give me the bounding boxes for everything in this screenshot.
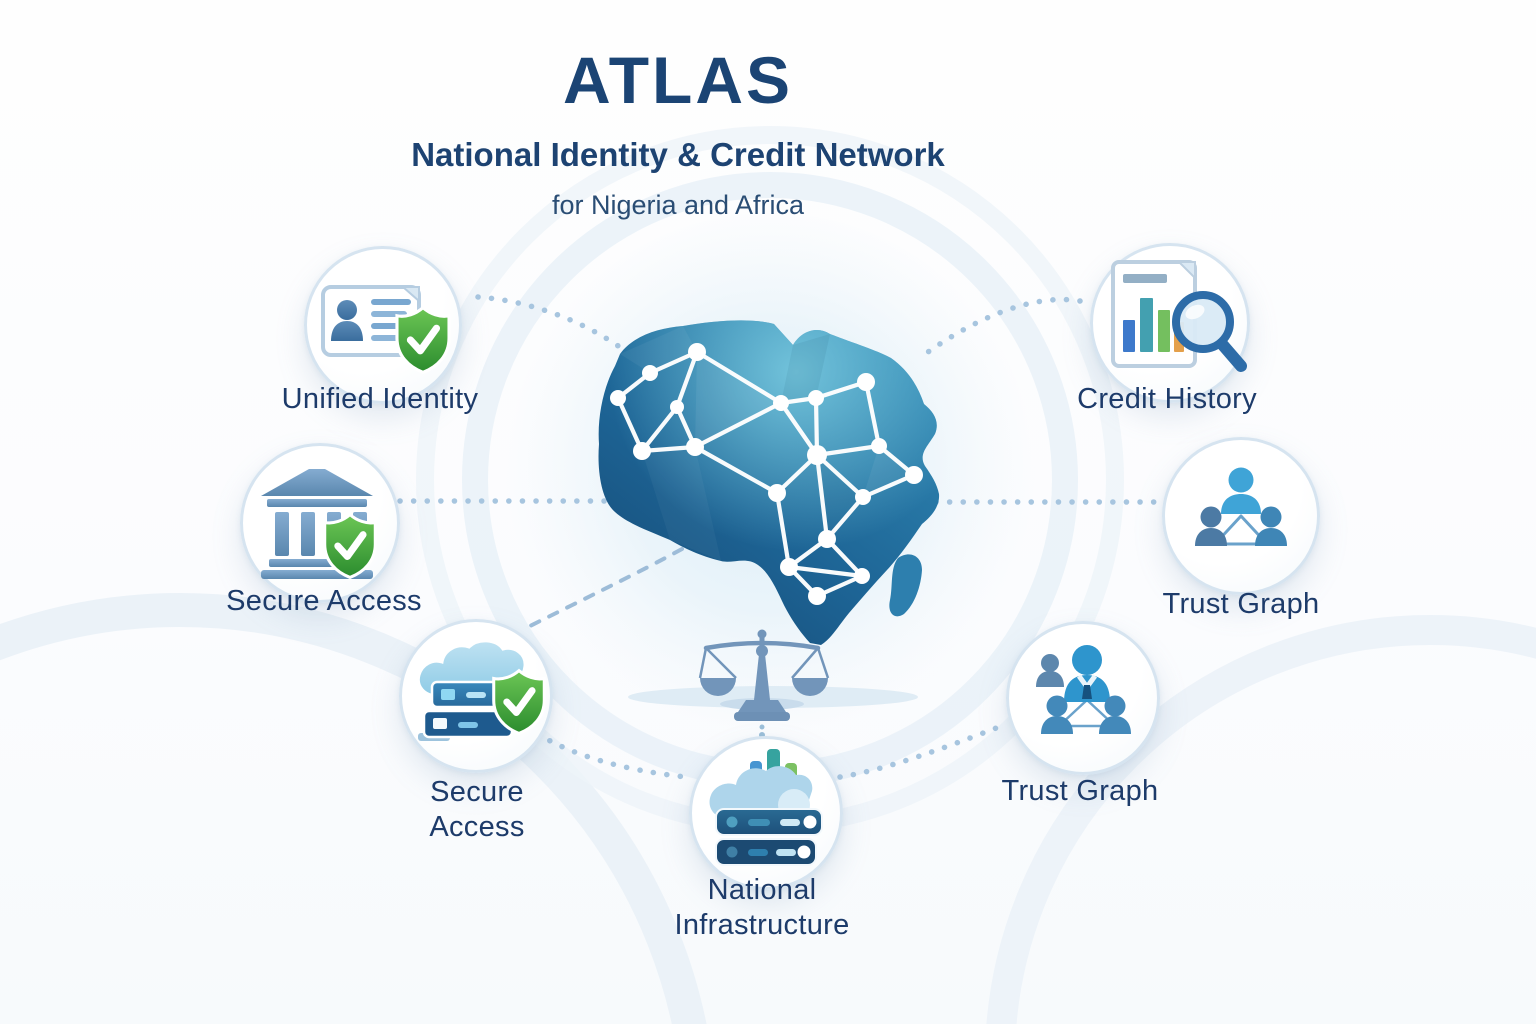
feature-credit-history-label: Credit History [1077, 383, 1257, 415]
feature-trust-graph-bottom-badge [1006, 621, 1160, 775]
feature-national-infrastructure-badge [689, 736, 843, 890]
label-line-2: Access [429, 811, 525, 843]
africa-silhouette [598, 320, 940, 645]
connector-map-to-secure-access-cloud [522, 547, 684, 631]
credit-report-icon [1111, 260, 1247, 372]
people-group-icon [1036, 645, 1131, 734]
label-line-1: National [707, 874, 817, 906]
feature-secure-access-bank-badge [240, 443, 400, 603]
feature-national-infrastructure-label: National Infrastructure [612, 873, 912, 943]
feature-trust-graph-right-badge [1162, 437, 1320, 595]
label-line-1: Secure [430, 776, 524, 808]
network-nodes [610, 343, 923, 605]
feature-trust-graph-right-label: Trust Graph [1162, 588, 1320, 620]
feature-credit-history-badge [1090, 243, 1250, 403]
shield-check-icon [325, 515, 376, 578]
connector-infrastructure-to-trust-graph-bottom [837, 722, 1007, 780]
people-triangle-icon [1195, 467, 1287, 546]
feature-unified-identity-badge [304, 246, 462, 404]
page-tagline: for Nigeria and Africa [551, 190, 805, 220]
label-line-2: Infrastructure [674, 909, 850, 941]
connector-credit-history-to-map [925, 296, 1083, 355]
id-card-icon [321, 285, 457, 383]
connector-unified-identity-to-map [475, 294, 627, 353]
page-subtitle: National Identity & Credit Network [411, 136, 945, 173]
madagascar-island [889, 554, 922, 617]
africa-network-map-icon [598, 320, 940, 645]
bank-icon [261, 469, 387, 584]
feature-secure-access-cloud-label: Secure Access [327, 775, 627, 845]
connector-secure-access-cloud-to-infrastructure [535, 731, 689, 780]
infrastructure-icon [709, 749, 823, 866]
magnifier-icon [1172, 291, 1247, 372]
feature-secure-access-bank-label: Secure Access [226, 585, 422, 617]
shield-check-icon [397, 308, 449, 373]
balance-scale-icon [698, 629, 830, 738]
feature-secure-access-cloud-badge [399, 619, 553, 773]
page-title: ATLAS [562, 43, 794, 117]
feature-unified-identity-label: Unified Identity [281, 383, 479, 415]
cloud-server-icon [416, 639, 556, 741]
feature-trust-graph-bottom-label: Trust Graph [1001, 775, 1159, 807]
